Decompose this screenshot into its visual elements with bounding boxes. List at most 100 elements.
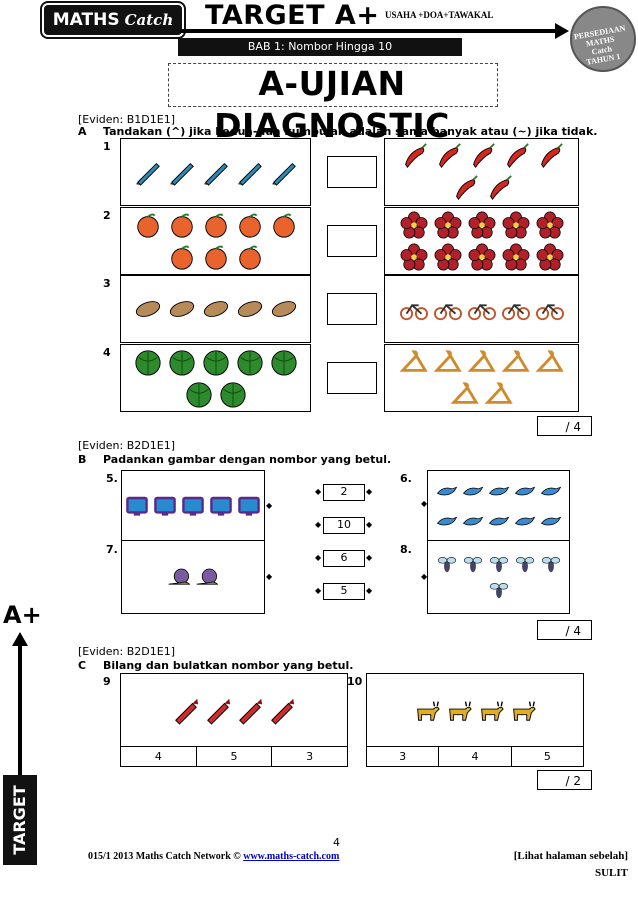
goat-icon: [413, 696, 441, 724]
q5-match-dot[interactable]: ◆: [266, 501, 273, 510]
cabbage-icon: [184, 380, 214, 408]
mosquito-icon: [540, 553, 562, 575]
cabbage-icon: [235, 348, 265, 376]
target-heading: TARGET A+: [205, 0, 380, 31]
number-5-right-dot[interactable]: ◆: [366, 586, 373, 595]
crayon-icon: [204, 695, 232, 725]
mosquito-icon: [488, 553, 510, 575]
number-10-right-dot[interactable]: ◆: [366, 520, 373, 529]
section-a-score-box[interactable]: / 4: [537, 416, 592, 436]
dolphin-icon: [462, 508, 484, 534]
peach-icon: [133, 211, 163, 239]
cabbage-icon: [167, 348, 197, 376]
cabbage-icon: [133, 348, 163, 376]
dolphin-icon: [540, 508, 562, 534]
header-arrow-head: [555, 23, 569, 39]
q7-match-dot[interactable]: ◆: [266, 572, 273, 581]
section-b-score: / 4: [565, 624, 582, 638]
tv-icon: [125, 493, 149, 519]
dolphin-icon: [436, 478, 458, 504]
footer-classification: SULIT: [594, 867, 628, 879]
footer-website-link[interactable]: www.maths-catch.com: [243, 851, 340, 862]
row-2-answer-box[interactable]: [327, 225, 377, 257]
dolphin-icon: [462, 478, 484, 504]
chili-icon: [433, 142, 463, 170]
bicycle-icon: [467, 295, 497, 323]
number-6-left-dot[interactable]: ◆: [315, 553, 322, 562]
chili-icon: [450, 174, 480, 202]
page-number: 4: [333, 836, 340, 849]
question-3-label: 3: [103, 277, 111, 290]
hibiscus-icon: [399, 243, 429, 271]
q9-option-5[interactable]: 5: [197, 747, 273, 767]
row-2-right-group: [384, 207, 579, 275]
question-5-label: 5.: [106, 472, 118, 485]
hibiscus-icon: [501, 243, 531, 271]
logo-script-text: Catch: [124, 11, 174, 29]
question-1-label: 1: [103, 140, 111, 153]
chili-icon: [535, 142, 565, 170]
number-2-left-dot[interactable]: ◆: [315, 487, 322, 496]
peach-icon: [269, 211, 299, 239]
pencil-icon: [133, 158, 163, 186]
row-3-left-group: [120, 275, 311, 343]
peach-icon: [201, 211, 231, 239]
q9-option-4[interactable]: 4: [121, 747, 197, 767]
number-5-left-dot[interactable]: ◆: [315, 586, 322, 595]
pencil-icon: [269, 158, 299, 186]
section-b-evidence: [Eviden: B2D1E1]: [78, 439, 175, 452]
persediaan-seal: [570, 6, 636, 72]
row-3-answer-box[interactable]: [327, 293, 377, 325]
section-a-score: / 4: [565, 420, 582, 434]
peanut-icon: [201, 295, 231, 323]
bicycle-icon: [535, 295, 565, 323]
q8-match-dot[interactable]: ◆: [421, 572, 428, 581]
section-c-score: / 2: [565, 774, 582, 788]
number-box-5: 5: [323, 583, 365, 600]
snail-icon: [167, 565, 191, 589]
row-1-answer-box[interactable]: [327, 156, 377, 188]
logo-main-text: MATHS: [52, 10, 120, 30]
hanger-icon: [501, 348, 531, 376]
row-4-left-group: [120, 344, 311, 412]
q6-match-dot[interactable]: ◆: [421, 499, 428, 508]
sidebar-arrow-line: [18, 645, 22, 780]
bicycle-icon: [501, 295, 531, 323]
hibiscus-icon: [433, 211, 463, 239]
number-box-10: 10: [323, 517, 365, 534]
number-2-right-dot[interactable]: ◆: [366, 487, 373, 496]
footer-copyright-line: 015/1 2013 Maths Catch Network © www.mat…: [88, 851, 339, 862]
tv-icon: [153, 493, 177, 519]
chili-icon: [501, 142, 531, 170]
cabbage-icon: [218, 380, 248, 408]
section-c-score-box[interactable]: / 2: [537, 770, 592, 790]
peach-icon: [235, 243, 265, 271]
footer-next-page: [Lihat halaman sebelah]: [513, 850, 628, 862]
snail-icon: [195, 565, 219, 589]
row-3-right-group: [384, 275, 579, 343]
q10-option-3[interactable]: 3: [367, 747, 440, 767]
q9-option-3[interactable]: 3: [306, 750, 314, 763]
row-4-answer-box[interactable]: [327, 362, 377, 394]
chili-icon: [484, 174, 514, 202]
goat-icon: [445, 696, 473, 724]
chili-icon: [467, 142, 497, 170]
number-box-6: 6: [323, 550, 365, 567]
section-b-score-box[interactable]: / 4: [537, 620, 592, 640]
mosquito-icon: [462, 553, 484, 575]
number-10-left-dot[interactable]: ◆: [315, 520, 322, 529]
number-6-right-dot[interactable]: ◆: [366, 553, 373, 562]
section-a-letter: A: [78, 125, 87, 138]
section-c-instruction: Bilang dan bulatkan nombor yang betul.: [103, 659, 354, 672]
q10-option-4[interactable]: 4: [439, 747, 512, 767]
chapter-banner: BAB 1: Nombor Hingga 10: [178, 38, 462, 56]
goat-icon: [509, 696, 537, 724]
q10-option-5[interactable]: 5: [543, 750, 551, 763]
bicycle-icon: [433, 295, 463, 323]
q8-picture-box: [427, 540, 570, 614]
hanger-icon: [450, 380, 480, 408]
row-1-right-group: [384, 138, 579, 206]
